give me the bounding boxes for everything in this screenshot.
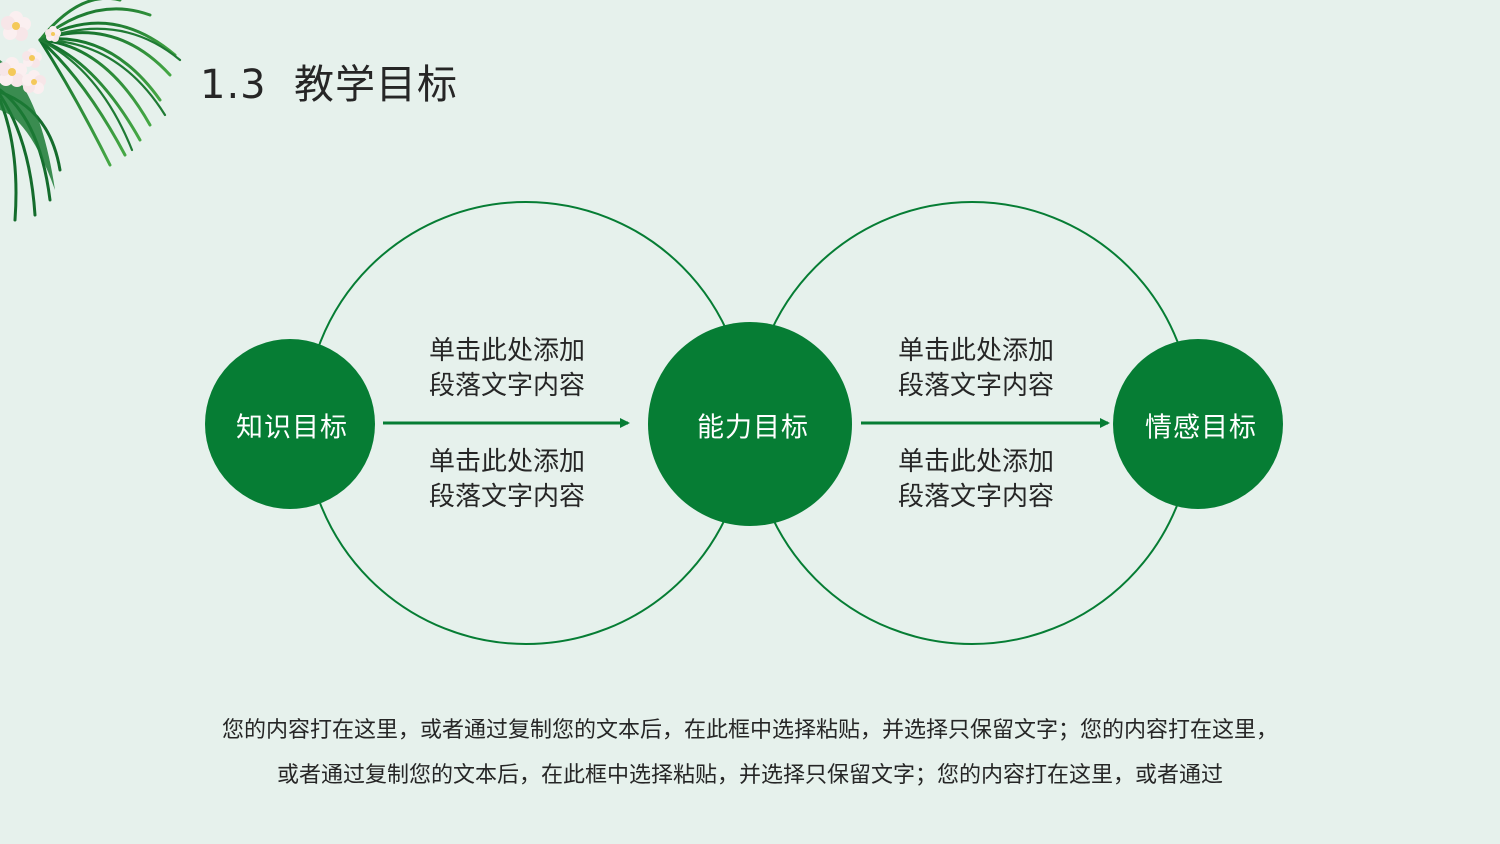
edge1-bottom-text[interactable]: 单击此处添加 段落文字内容 [387,445,627,515]
edge2-bottom-text[interactable]: 单击此处添加 段落文字内容 [856,445,1096,515]
node-circle-ability [648,322,852,526]
edge2-bottom-line2: 段落文字内容 [897,482,1054,512]
body-paragraph[interactable]: 您的内容打在这里，或者通过复制您的文本后，在此框中选择粘贴，并选择只保留文字；您… [100,708,1400,798]
edge1-bottom-line2: 段落文字内容 [428,482,585,512]
body-line-2: 或者通过复制您的文本后，在此框中选择粘贴，并选择只保留文字；您的内容打在这里，或… [276,763,1223,788]
node-knowledge-goal[interactable]: 知识目标 [236,412,348,444]
edge2-top-line1: 单击此处添加 [897,336,1054,366]
node-emotion-goal[interactable]: 情感目标 [1145,412,1257,444]
edge1-top-line2: 段落文字内容 [428,371,585,401]
page-title: 1.3 教学目标 [200,62,459,108]
node-circle-knowledge [205,339,375,509]
edge1-top-text[interactable]: 单击此处添加 段落文字内容 [387,334,627,404]
edge1-top-line1: 单击此处添加 [428,336,585,366]
node-circle-emotion [1113,339,1283,509]
edge2-top-text[interactable]: 单击此处添加 段落文字内容 [856,334,1096,404]
edge2-bottom-line1: 单击此处添加 [897,447,1054,477]
edge2-top-line2: 段落文字内容 [897,371,1054,401]
edge1-bottom-line1: 单击此处添加 [428,447,585,477]
node-ability-goal[interactable]: 能力目标 [697,412,809,444]
body-line-1: 您的内容打在这里，或者通过复制您的文本后，在此框中选择粘贴，并选择只保留文字；您… [221,718,1278,743]
palm-leaves-flowers-icon [0,0,182,222]
